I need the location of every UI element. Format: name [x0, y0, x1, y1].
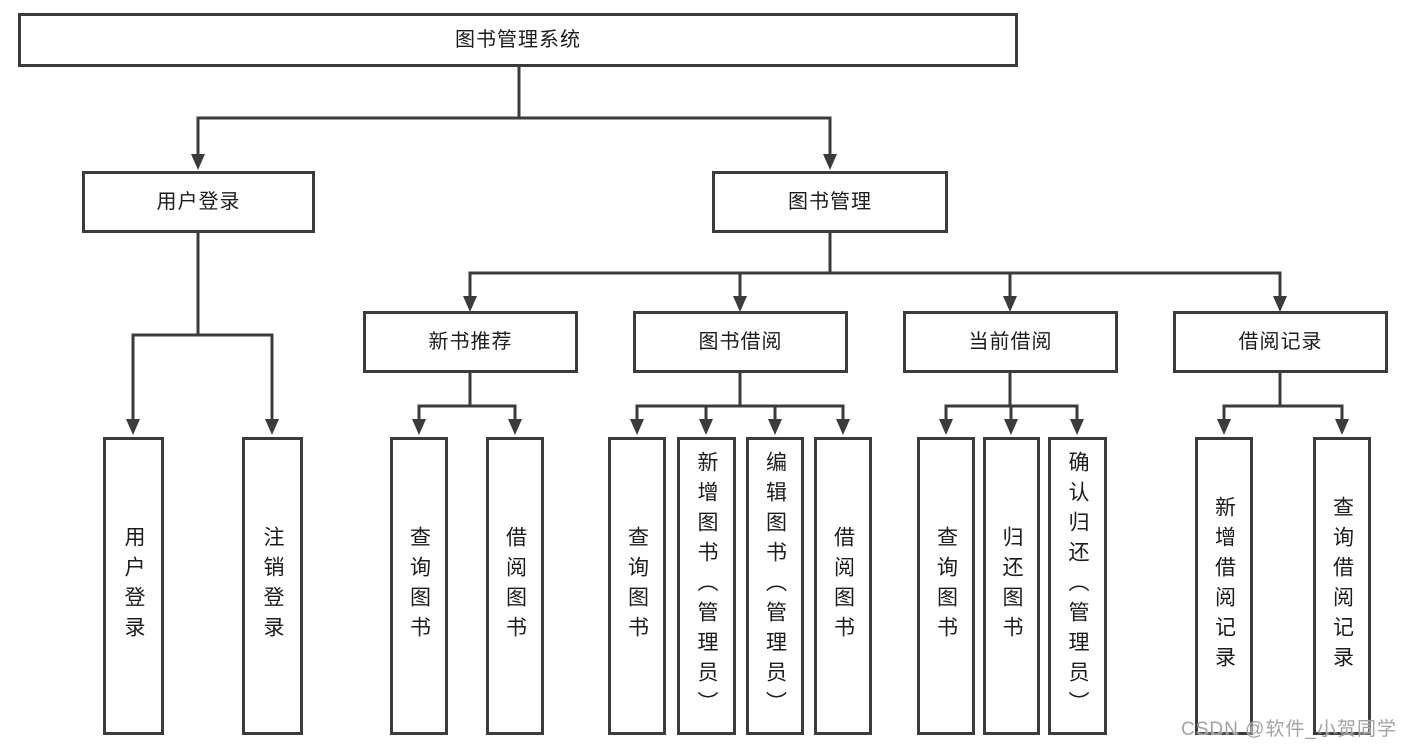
- leaf-current-return-books: 归还图书: [983, 437, 1040, 735]
- connector-book-mgmt-to-level3: [468, 231, 1282, 306]
- connector-current-borrow-to-leaves: [944, 371, 1079, 429]
- leaf-user-login: 用户登录: [103, 437, 164, 735]
- node-borrowing-records: 借阅记录: [1173, 311, 1388, 373]
- node-user-login: 用户登录: [82, 171, 315, 233]
- connector-book-borrow-to-leaves: [635, 371, 845, 429]
- leaf-newbook-query-books: 查询图书: [390, 437, 448, 735]
- leaf-current-query-books: 查询图书: [917, 437, 975, 735]
- csdn-watermark: CSDN @软件_小贺同学: [1181, 719, 1397, 740]
- node-library-management-system: 图书管理系统: [18, 13, 1018, 67]
- leaf-records-query-record: 查询借阅记录: [1313, 437, 1371, 735]
- node-current-borrowing: 当前借阅: [903, 311, 1118, 373]
- leaf-newbook-borrow-books: 借阅图书: [486, 437, 544, 735]
- node-new-book-recommend: 新书推荐: [363, 311, 578, 373]
- connector-records-to-leaves: [1222, 371, 1344, 429]
- leaf-borrow-query-books: 查询图书: [608, 437, 666, 735]
- leaf-borrow-edit-books-admin: 编辑图书（管理员）: [746, 437, 804, 735]
- leaf-logout: 注销登录: [242, 437, 303, 735]
- leaf-records-add-record: 新增借阅记录: [1195, 437, 1253, 735]
- node-book-borrowing: 图书借阅: [633, 311, 848, 373]
- leaf-current-confirm-return-admin: 确认归还（管理员）: [1048, 437, 1107, 735]
- connector-new-book-to-leaves: [417, 371, 517, 429]
- connector-user-login-to-leaves: [131, 231, 274, 429]
- node-book-management: 图书管理: [712, 171, 948, 233]
- connector-root-to-level2: [196, 65, 832, 164]
- leaf-borrow-borrow-books: 借阅图书: [814, 437, 872, 735]
- leaf-borrow-add-books-admin: 新增图书（管理员）: [677, 437, 736, 735]
- arrowheads: [126, 154, 1349, 435]
